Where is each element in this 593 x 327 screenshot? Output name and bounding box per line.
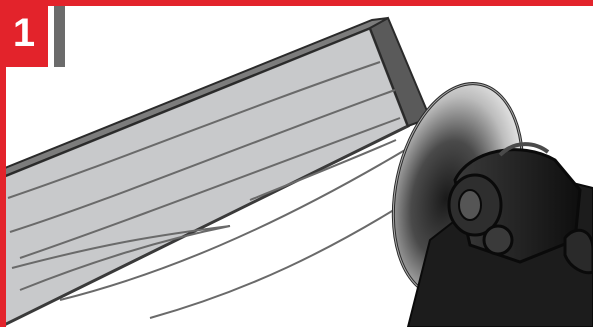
spindle-core [459, 190, 481, 220]
frame-top-border [0, 0, 593, 6]
knob-center [484, 226, 512, 254]
badge-stripe [54, 6, 65, 67]
step-number: 1 [13, 11, 35, 55]
step-number-badge: 1 [0, 0, 48, 67]
